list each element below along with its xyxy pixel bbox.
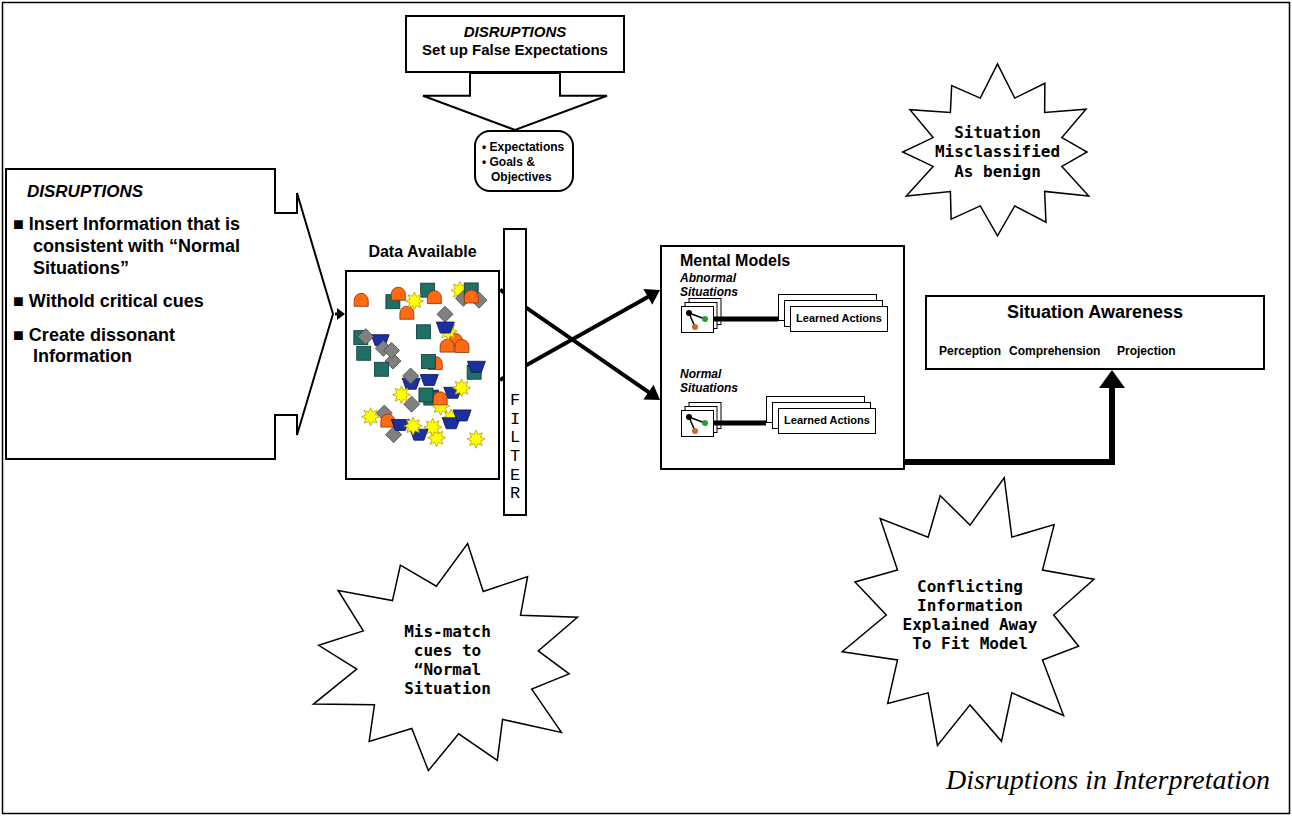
- awareness-box: Situation AwarenessPerception Comprehensi…: [925, 295, 1265, 370]
- box-heading: Data Available: [345, 242, 500, 261]
- disruption-box: DISRUPTIONSSet up False Expectations: [405, 15, 625, 73]
- actions-box: Learned Actions: [790, 306, 888, 332]
- data-square: [416, 325, 430, 339]
- connector: [423, 73, 607, 130]
- data-halfdisc: [433, 392, 447, 405]
- connector: [905, 370, 1125, 462]
- data-star: [467, 430, 485, 448]
- stage-label: Perception: [939, 344, 1001, 358]
- data-star: [404, 417, 422, 435]
- data-cluster: [354, 282, 487, 449]
- box-heading: DISRUPTIONS: [411, 23, 619, 41]
- callout-burst: Conflicting Information Explained Away T…: [835, 470, 1105, 760]
- data-trapezoid: [453, 410, 471, 421]
- box-text: Set up False Expectations: [411, 41, 619, 59]
- data-halfdisc: [440, 339, 454, 352]
- disruption-arrow-box: DISRUPTIONS ■ Insert Information that is …: [5, 168, 335, 460]
- box-heading: Mental Models: [680, 251, 790, 270]
- arrow-head: [1099, 370, 1125, 388]
- data-diamond: [437, 306, 453, 322]
- callout-text: Mis-match cues to “Normal Situation: [388, 622, 508, 699]
- list-item: ■ Insert Information that is consistent …: [13, 214, 248, 279]
- callout-text: Conflicting Information Explained Away T…: [895, 577, 1045, 654]
- list-item: • Goals & Objectives: [482, 155, 566, 185]
- box-heading: Situation Awareness: [927, 302, 1263, 324]
- data-halfdisc: [464, 290, 478, 303]
- arrow-head: [337, 308, 345, 320]
- diagram-caption: Disruptions in Interpretation: [946, 764, 1270, 796]
- connector: [335, 308, 345, 320]
- data-halfdisc: [427, 291, 441, 304]
- data-diamond: [403, 368, 419, 384]
- burst-shape: [903, 64, 1089, 236]
- box-frame: [345, 270, 500, 480]
- block-arrow: [423, 73, 607, 130]
- data-halfdisc: [455, 340, 469, 353]
- list-item: • Expectations: [482, 140, 566, 155]
- box-heading: DISRUPTIONS: [27, 182, 335, 202]
- connector-line: [335, 313, 338, 316]
- data-diamond: [384, 342, 400, 358]
- actions-box: Learned Actions: [778, 408, 876, 434]
- frame: [3, 3, 1290, 814]
- data-star: [405, 292, 423, 310]
- data-star: [393, 386, 411, 404]
- connector-line: [905, 387, 1112, 462]
- data-halfdisc: [391, 287, 405, 300]
- list-item: ■ Create dissonant Information: [13, 325, 248, 368]
- data-star: [362, 408, 380, 426]
- section-label: Normal Situations: [680, 368, 760, 396]
- stage-label: Projection: [1117, 344, 1176, 358]
- data-square: [421, 355, 435, 369]
- data-square: [357, 346, 371, 360]
- callout-burst: Situation Misclassified As benign: [890, 62, 1105, 242]
- data-diamond: [358, 329, 374, 345]
- stage-label: Comprehension: [1009, 344, 1100, 358]
- burst-shape: [842, 478, 1094, 746]
- data-trapezoid: [420, 374, 438, 385]
- callout-text: Situation Misclassified As benign: [933, 123, 1063, 181]
- data-square: [419, 388, 433, 402]
- box-text: Learned Actions: [794, 312, 884, 325]
- data-halfdisc: [354, 293, 368, 306]
- arrow-outline: [5, 168, 335, 460]
- box-text: Learned Actions: [782, 414, 872, 427]
- expectations-box: • Expectations• Goals & Objectives: [474, 130, 574, 192]
- list-item: ■ Withold critical cues: [13, 291, 248, 313]
- data-trapezoid: [436, 322, 454, 333]
- section-label: Abnormal Situations: [680, 272, 760, 300]
- data-trapezoid: [467, 361, 485, 372]
- data-square: [374, 362, 388, 376]
- data-box: Data Available: [345, 242, 500, 480]
- arrow-shape: [6, 169, 333, 459]
- callout-burst: Mis-match cues to “Normal Situation: [300, 540, 595, 780]
- data-halfdisc: [400, 306, 414, 319]
- filter-bar: FILTER: [503, 228, 527, 516]
- filter-label: FILTER: [506, 392, 525, 504]
- burst-shape: [313, 544, 577, 771]
- data-star: [453, 379, 471, 397]
